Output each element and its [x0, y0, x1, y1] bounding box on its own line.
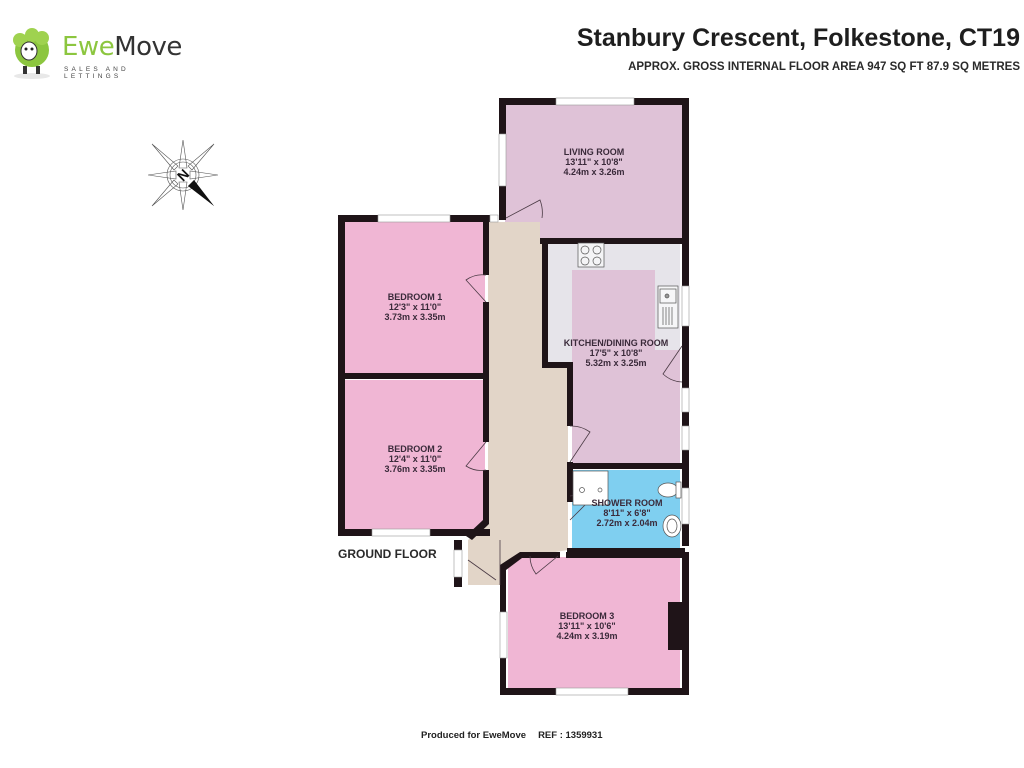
- room-label-living-room: LIVING ROOM 13'11" x 10'8" 4.24m x 3.26m: [563, 147, 624, 177]
- room-dimensions-imperial: 13'11" x 10'8": [565, 157, 623, 167]
- brand-name-move: Move: [114, 32, 182, 62]
- room-label-bedroom-2: BEDROOM 2 12'4" x 11'0" 3.76m x 3.35m: [384, 444, 445, 474]
- footer: Produced for EweMove REF : 1359931: [421, 730, 603, 741]
- room-dimensions-metric: 3.73m x 3.35m: [384, 312, 446, 322]
- reference-number: REF : 1359931: [538, 730, 603, 741]
- shower-tray-icon: [572, 470, 609, 506]
- windows: [371, 97, 690, 696]
- produced-for-text: Produced for EweMove: [421, 730, 527, 741]
- kitchen-dining-area: [572, 270, 680, 464]
- hob-icon: [577, 242, 605, 268]
- room-name: KITCHEN/DINING ROOM: [563, 338, 669, 348]
- living-room-area: [505, 104, 683, 240]
- washbasin-icon: [662, 514, 682, 538]
- room-label-shower-room: SHOWER ROOM 8'11" x 6'8" 2.72m x 2.04m: [592, 498, 663, 528]
- room-dimensions-imperial: 13'11" x 10'6": [558, 621, 616, 631]
- property-title: Stanbury Crescent, Folkestone, CT19: [576, 24, 1020, 52]
- room-label-bedroom-3: BEDROOM 3 13'11" x 10'6" 4.24m x 3.19m: [556, 611, 617, 641]
- room-dimensions-metric: 3.76m x 3.35m: [384, 464, 446, 474]
- room-dimensions-metric: 4.24m x 3.26m: [563, 167, 625, 177]
- toilet-icon: [657, 481, 682, 499]
- bedroom-2-area: [344, 380, 485, 530]
- sheep-mascot-icon: [13, 28, 50, 79]
- room-dimensions-metric: 2.72m x 2.04m: [596, 518, 658, 528]
- room-label-kitchen-dining: KITCHEN/DINING ROOM 17'5" x 10'8" 5.32m …: [564, 338, 669, 368]
- room-dimensions-metric: 4.24m x 3.19m: [556, 631, 618, 641]
- brand-name: EweMove: [62, 32, 182, 62]
- room-name: SHOWER ROOM: [591, 498, 663, 508]
- room-name: BEDROOM 3: [559, 611, 615, 621]
- room-dimensions-imperial: 8'11" x 6'8": [603, 508, 651, 518]
- room-name: BEDROOM 1: [387, 292, 443, 302]
- room-dimensions-imperial: 12'4" x 11'0": [388, 454, 442, 464]
- room-label-bedroom-1: BEDROOM 1 12'3" x 11'0" 3.73m x 3.35m: [384, 292, 445, 322]
- room-name: BEDROOM 2: [387, 444, 443, 454]
- room-dimensions-metric: 5.32m x 3.25m: [585, 358, 647, 368]
- floor-area-subtitle: APPROX. GROSS INTERNAL FLOOR AREA 947 SQ…: [628, 61, 1020, 73]
- room-name: LIVING ROOM: [563, 147, 625, 157]
- room-dimensions-imperial: 12'3" x 11'0": [388, 302, 442, 312]
- sink-icon: [657, 285, 679, 329]
- compass-rose-icon: N: [148, 140, 218, 210]
- floor-label: GROUND FLOOR: [338, 547, 437, 561]
- ewemove-logo: EweMove SALES AND LETTINGS: [8, 26, 182, 82]
- brand-tagline: SALES AND LETTINGS: [64, 66, 129, 80]
- bedroom-1-area: [344, 222, 485, 374]
- brand-name-ewe: Ewe: [62, 32, 115, 62]
- room-dimensions-imperial: 17'5" x 10'8": [589, 348, 643, 358]
- bedroom-3-area: [508, 557, 680, 688]
